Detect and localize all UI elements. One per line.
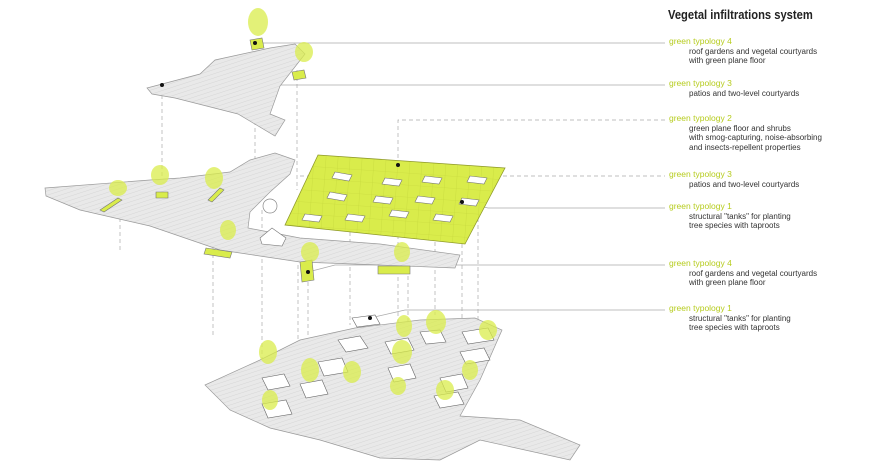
legend-description: roof gardens and vegetal courtyards with…	[689, 268, 818, 288]
legend-entry: green typology 3 patios and two-level co…	[669, 78, 800, 98]
legend-heading: green typology 1	[669, 201, 732, 211]
legend-heading: green typology 4	[669, 258, 732, 268]
legend-entry: green typology 2 green plane floor and s…	[669, 113, 822, 152]
legend-entry: green typology 1 structural "tanks" for …	[669, 201, 791, 231]
legend-description: patios and two-level courtyards	[689, 179, 800, 189]
tree-canopies	[109, 8, 497, 410]
level-roof	[146, 37, 307, 137]
level-green-plane	[284, 154, 506, 245]
legend-description: green plane floor and shrubs with smog-c…	[689, 123, 822, 152]
legend-heading: green typology 3	[669, 78, 732, 88]
legend-description: structural "tanks" for planting tree spe…	[689, 313, 791, 333]
diagram-title: Vegetal infiltrations system	[668, 7, 813, 22]
legend-entry: green typology 3 patios and two-level co…	[669, 169, 800, 189]
legend-entry: green typology 1 structural "tanks" for …	[669, 303, 791, 333]
legend-heading: green typology 4	[669, 36, 732, 46]
legend-heading: green typology 3	[669, 169, 732, 179]
legend-description: structural "tanks" for planting tree spe…	[689, 211, 791, 231]
legend-heading: green typology 2	[669, 113, 732, 123]
level-middle	[44, 152, 461, 283]
legend-heading: green typology 1	[669, 303, 732, 313]
legend-description: roof gardens and vegetal courtyards with…	[689, 46, 818, 66]
legend-description: patios and two-level courtyards	[689, 88, 800, 98]
legend-entry: green typology 4 roof gardens and vegeta…	[669, 36, 818, 66]
legend-entry: green typology 4 roof gardens and vegeta…	[669, 258, 818, 288]
